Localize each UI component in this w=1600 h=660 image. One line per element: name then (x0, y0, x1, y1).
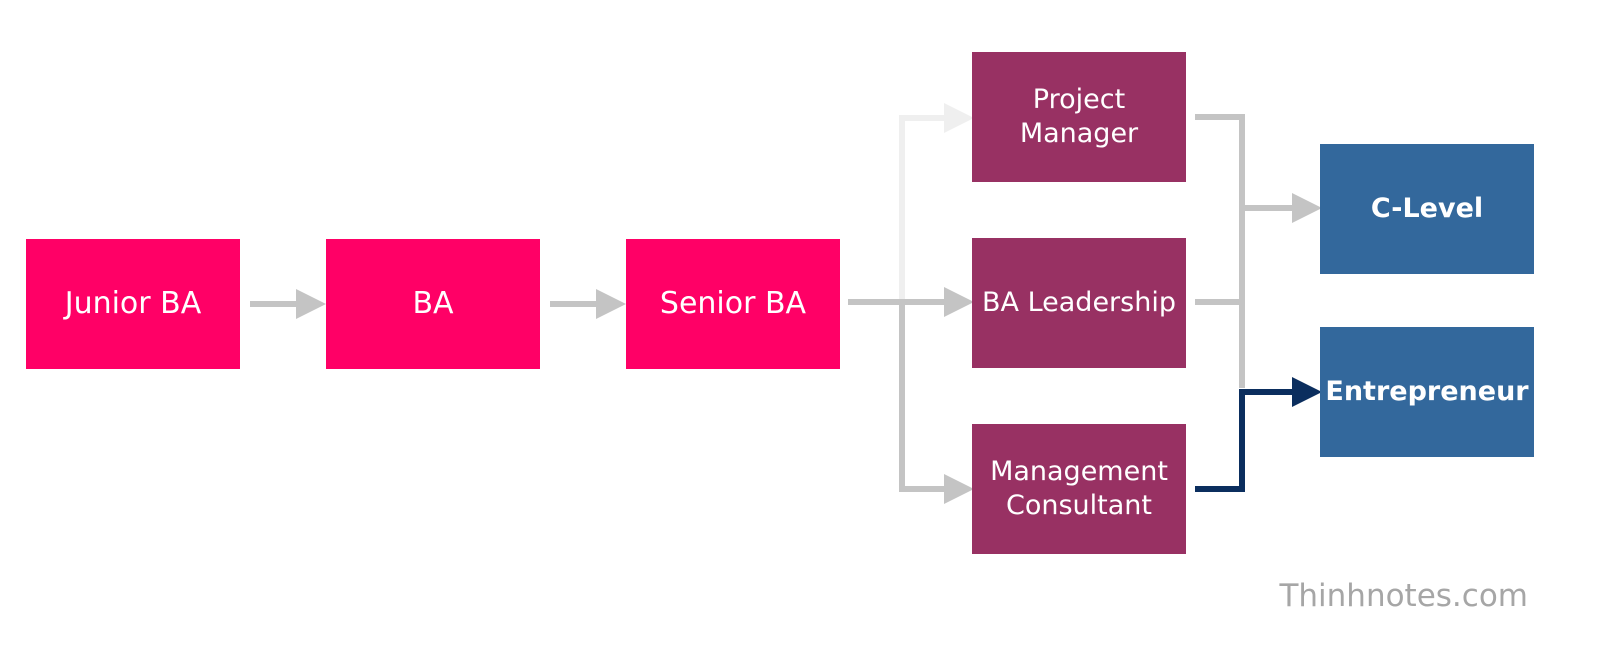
arrow-consultant-to-entrepreneur (1195, 377, 1322, 492)
node-entrepreneur: Entrepreneur (1320, 327, 1534, 457)
node-c-level: C-Level (1320, 144, 1534, 274)
node-project-manager-text: Project Manager (1020, 83, 1138, 151)
arrow-senior-to-project-manager (899, 103, 974, 304)
arrow-senior-to-management-consultant (899, 302, 974, 504)
node-project-manager-label-line-2: Manager (1019, 118, 1139, 149)
node-ba: BA (326, 239, 540, 369)
node-ba-leadership: BA Leadership (972, 238, 1186, 368)
node-junior-ba: Junior BA (26, 239, 240, 369)
node-project-manager: Project Manager (972, 52, 1186, 182)
node-project-manager-label-line-1: Project (1032, 84, 1126, 116)
node-senior-ba-label: Senior BA (659, 286, 807, 322)
node-entrepreneur-label: Entrepreneur (1325, 376, 1529, 408)
node-junior-ba-label: Junior BA (64, 286, 202, 322)
node-management-consultant-label-line-1: Management (990, 456, 1168, 488)
node-senior-ba: Senior BA (626, 239, 840, 369)
node-c-level-label: C-Level (1370, 193, 1484, 225)
node-management-consultant: Management Consultant (972, 424, 1186, 554)
node-management-consultant-text: Management Consultant (990, 455, 1168, 523)
watermark-text: Thinhnotes.com (1279, 578, 1528, 614)
node-ba-label: BA (412, 286, 454, 322)
connector-project-manager-out (1195, 114, 1245, 388)
node-ba-leadership-label: BA Leadership (982, 287, 1176, 319)
node-management-consultant-label-line-2: Consultant (1006, 490, 1152, 521)
